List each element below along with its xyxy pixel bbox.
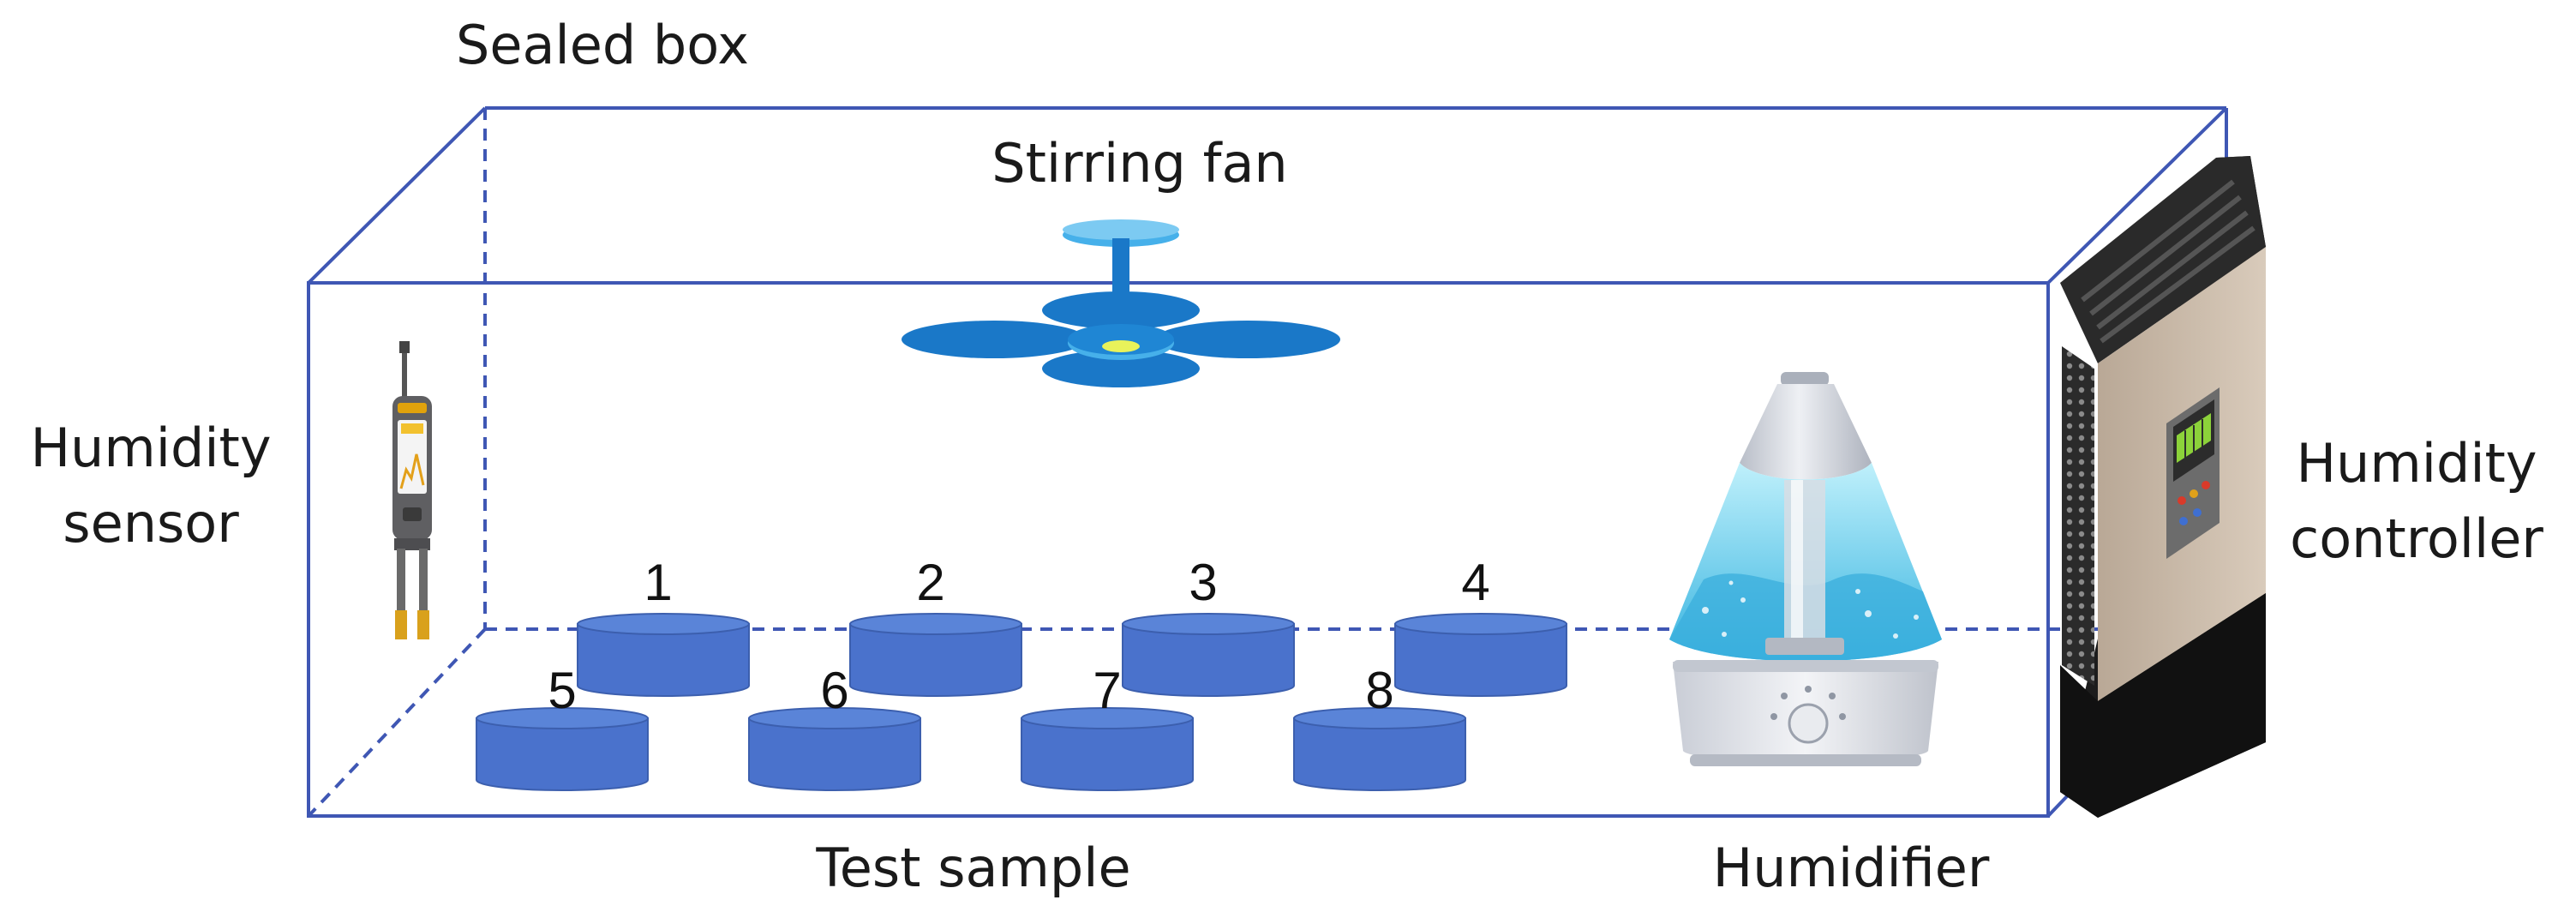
- test-sample-disc: [1394, 613, 1567, 697]
- sample-number-label: 3: [1189, 554, 1217, 611]
- humidity-controller-icon: [2060, 156, 2266, 818]
- sealed-box-label: Sealed box: [456, 14, 749, 76]
- test-sample-disc: [476, 707, 649, 791]
- humidity-sensor-icon: [392, 341, 432, 639]
- test-sample-back-row: 1 2 3 4: [577, 554, 1567, 697]
- sample-number-label: 4: [1461, 554, 1489, 611]
- sample-number-label: 2: [916, 554, 944, 611]
- sample-number-label: 5: [548, 662, 576, 719]
- humidifier-icon: [1669, 372, 1942, 766]
- test-sample-disc: [1021, 707, 1194, 791]
- test-sample-disc: [849, 613, 1022, 697]
- humidifier-label: Humidifier: [1713, 837, 1990, 899]
- test-sample-disc: [748, 707, 921, 791]
- test-sample-label: Test sample: [815, 837, 1130, 899]
- sample-number-label: 8: [1365, 662, 1393, 719]
- humidity-controller-label-line2: controller: [2290, 507, 2543, 570]
- sample-number-label: 6: [820, 662, 848, 719]
- humidity-sensor-label-line2: sensor: [63, 492, 239, 555]
- humidity-sensor-label-line1: Humidity: [30, 417, 271, 479]
- stirring-fan-icon: [902, 219, 1340, 387]
- test-sample-disc: [577, 613, 750, 697]
- sample-number-label: 1: [644, 554, 672, 611]
- stirring-fan-label: Stirring fan: [991, 132, 1287, 195]
- humidity-controller-label-line1: Humidity: [2296, 432, 2537, 495]
- test-sample-disc: [1293, 707, 1466, 791]
- test-sample-disc: [1122, 613, 1295, 697]
- test-sample-front-row: 5 6 7 8: [476, 662, 1466, 791]
- sample-number-label: 7: [1093, 662, 1121, 719]
